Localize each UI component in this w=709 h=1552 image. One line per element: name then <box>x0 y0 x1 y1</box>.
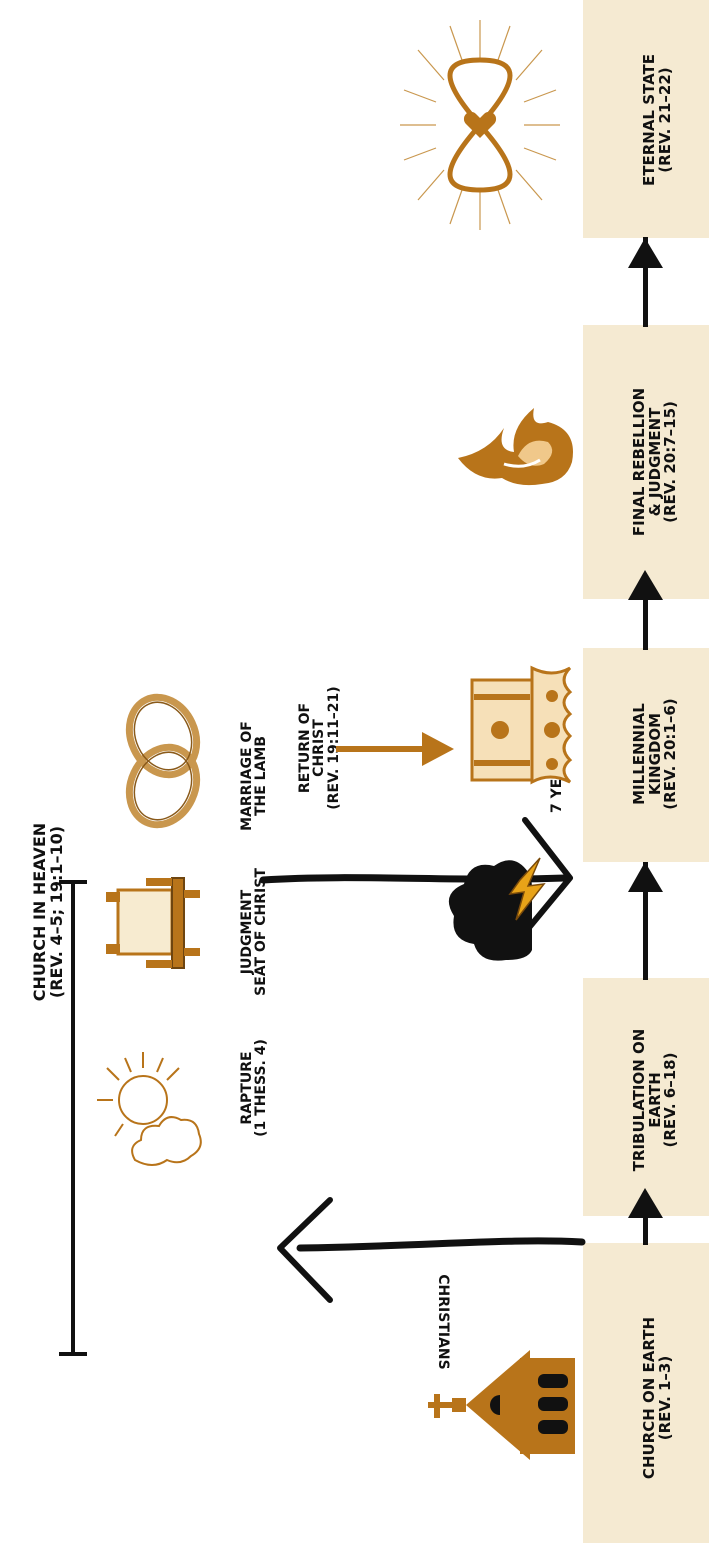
flame-icon <box>458 408 573 486</box>
church-icon <box>428 1350 575 1460</box>
connector-line-2 <box>643 862 648 980</box>
rapture-label: RAPTURE(1 THESS. 4) <box>238 1039 270 1137</box>
stage-box-church-on-earth <box>583 1243 709 1543</box>
throne-icon <box>106 877 200 969</box>
stage-box-eternal-state <box>583 0 709 238</box>
connector-line-3 <box>643 598 648 650</box>
rings-icon <box>125 693 201 829</box>
heaven-bracket <box>59 880 87 1356</box>
rapture-arrow <box>277 1197 586 1303</box>
crown-icon <box>470 665 573 785</box>
connector-arrowhead-1 <box>628 1188 663 1218</box>
connector-arrowhead-4 <box>628 238 663 268</box>
connector-line-1 <box>643 1215 648 1245</box>
stage-box-tribulation <box>583 978 709 1216</box>
infinity-heart-icon <box>400 20 560 230</box>
stage-connectors <box>628 237 663 1245</box>
sun-cloud-icon <box>97 1052 202 1166</box>
heaven-title: CHURCH IN HEAVEN(REV. 4–5; 19:1–10) <box>29 822 66 1002</box>
storm-cloud-icon <box>448 857 546 961</box>
connector-line-4 <box>643 237 648 327</box>
gold-arrow <box>336 732 454 766</box>
stage-box-final-rebellion <box>583 325 709 599</box>
connector-arrowhead-3 <box>628 570 663 600</box>
stage-box-millennial <box>583 648 709 862</box>
connector-arrowhead-2 <box>628 862 663 892</box>
